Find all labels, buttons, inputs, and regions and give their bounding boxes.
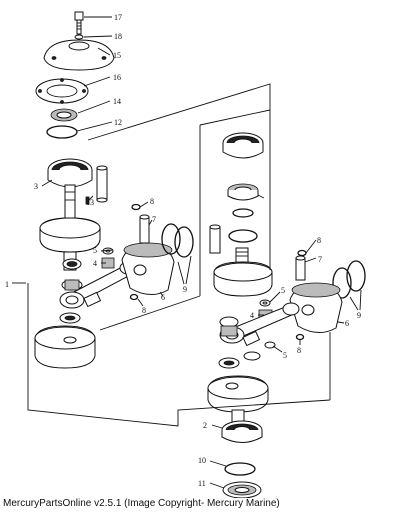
leader-lines (41, 16, 362, 489)
callout-18: 18 (114, 32, 122, 41)
key-13 (85, 196, 90, 205)
callout-6-right: 6 (345, 319, 349, 328)
wrist-pin-right-7 (295, 255, 306, 281)
piston-ring-right-b (346, 260, 366, 292)
end-cap-15 (43, 39, 115, 71)
gasket-16 (35, 78, 89, 104)
callout-8-right-upper: 8 (317, 236, 321, 245)
callout-labels: 17 18 15 16 14 12 3 13 1 8 7 5 4 6 9 8 8… (5, 13, 361, 488)
sleeve-right (209, 224, 221, 254)
callout-10: 10 (198, 456, 206, 465)
callout-6-left: 6 (161, 293, 165, 302)
callout-12: 12 (114, 118, 122, 127)
callout-14: 14 (113, 97, 121, 106)
image-copyright-caption: MercuryPartsOnline v2.5.1 (Image Copyrig… (3, 498, 280, 509)
seal-right (227, 183, 259, 201)
lower-crank-web-left (34, 312, 96, 369)
sleeve-part (96, 165, 108, 203)
callout-2: 2 (203, 421, 207, 430)
piston-right-6 (289, 282, 343, 333)
callout-8-left-upper: 8 (150, 197, 154, 206)
piston-ring-left-b (174, 226, 194, 258)
seal-14 (50, 108, 78, 122)
ring-right-small (232, 208, 254, 218)
piston-ring-right-a (332, 267, 352, 299)
center-crankshaft (213, 247, 273, 297)
piston-left-6 (121, 242, 175, 295)
piston-ring-left-a (161, 223, 181, 255)
callout-5-left: 5 (93, 246, 97, 255)
washer-right-5a (259, 299, 271, 307)
bearing-2 (221, 420, 263, 443)
washer-right-5b (264, 341, 276, 349)
callout-8-right-lower: 8 (297, 346, 301, 355)
callout-4-left: 4 (93, 259, 97, 268)
crankpin-bearing-left (61, 258, 83, 291)
retaining-clip-left-lower (129, 293, 139, 301)
lower-crank-web-right (207, 375, 269, 423)
callout-15: 15 (113, 51, 121, 60)
callout-1: 1 (5, 280, 9, 289)
callout-11: 11 (198, 479, 206, 488)
bolt-17 (74, 11, 84, 35)
bearing-right-top (222, 132, 264, 159)
callout-7-left: 7 (152, 215, 156, 224)
wrist-pin-left-7 (139, 214, 150, 244)
o-ring-10 (224, 462, 256, 476)
bearing-11 (222, 481, 262, 498)
retaining-clip-right-lower (295, 333, 305, 341)
callout-16: 16 (113, 73, 121, 82)
callout-7-right: 7 (318, 255, 322, 264)
callout-9-left: 9 (183, 285, 187, 294)
callout-3: 3 (34, 182, 38, 191)
callout-4-right: 4 (250, 311, 254, 320)
washer-18 (74, 34, 84, 40)
exploded-parts-diagram: 17 18 15 16 14 12 3 13 1 8 7 5 4 6 9 8 8… (5, 11, 366, 498)
callout-5-right-lower: 5 (283, 351, 287, 360)
callout-5-right-upper: 5 (281, 286, 285, 295)
retaining-clip-right-upper (297, 249, 307, 257)
callout-17: 17 (114, 13, 122, 22)
retaining-clip-left-upper (131, 203, 141, 211)
crankpin-bearing-right (218, 316, 240, 369)
callout-8-left-lower: 8 (142, 306, 146, 315)
callout-13: 13 (86, 198, 94, 207)
o-ring-right (228, 229, 258, 243)
callout-9-right: 9 (357, 311, 361, 320)
assembly-outline-lines (12, 83, 331, 427)
bearing-3 (47, 158, 93, 188)
o-ring-12 (46, 125, 78, 139)
